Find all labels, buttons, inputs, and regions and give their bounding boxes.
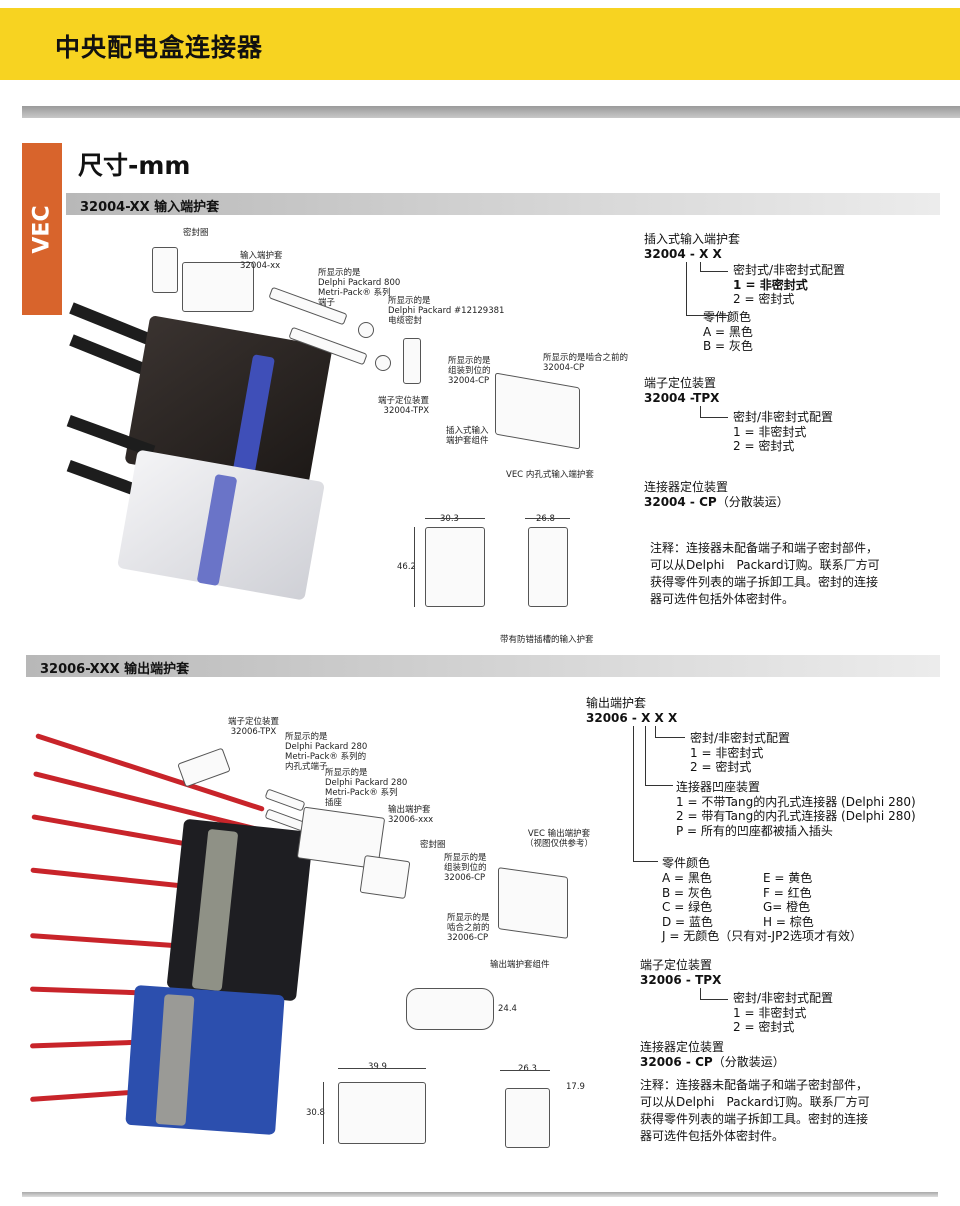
seal-drawing [152, 247, 178, 293]
dim-out-width-2: 26.3 [518, 1064, 537, 1074]
note-input: 注释：连接器未配备端子和端子密封部件，可以从Delphi Packard订购。联… [650, 541, 880, 606]
label-seal: 密封圈 [183, 228, 209, 238]
input-housing-front-drawing [425, 527, 485, 607]
tpx-drawing [403, 338, 421, 384]
out-side-drawing [505, 1088, 550, 1148]
product-photo-input-housings [66, 300, 336, 620]
label-out-seal: 密封圈 [420, 840, 446, 850]
spec-input: 插入式输入端护套 32004 - X X [644, 232, 741, 261]
dim-out-width-3: 17.9 [566, 1082, 585, 1092]
dim-height-1: 46.2 [397, 562, 416, 572]
out-seal-drawing [359, 854, 411, 900]
dim-out-height: 30.8 [306, 1108, 325, 1118]
page-header-title: 中央配电盒连接器 [55, 33, 264, 62]
header-band [0, 8, 960, 80]
dim-face-height: 24.4 [498, 1004, 517, 1014]
note-output: 注释：连接器未配备端子和端子密封部件，可以从Delphi Packard订购。联… [640, 1078, 870, 1143]
footer-line [22, 1192, 938, 1197]
side-tab: VEC [22, 143, 62, 315]
page-title: 尺寸-mm [78, 151, 191, 180]
label-out-assembly: 输出端护套组件 [490, 960, 550, 970]
cable-seal-drawing [358, 322, 374, 338]
vec-input-housing-drawing [495, 372, 580, 450]
spec-output-color-j: J = 无颜色（只有对-JP2选项才有效） [662, 929, 862, 943]
divider-stripe [22, 106, 960, 118]
section-header-output: 32006-XXX 输出端护套 [26, 655, 940, 677]
side-tab-label: VEC [29, 204, 55, 254]
label-out-vec: VEC 输出端护套（视图仅供参考） [525, 829, 594, 849]
dim-out-width-1: 39.9 [368, 1062, 387, 1072]
spec-output-color: 零件颜色 [662, 856, 711, 870]
cable-seal-drawing-2 [375, 355, 391, 371]
section-header-input: 32004-XX 输入端护套 [66, 193, 940, 215]
product-photo-output-housings [29, 733, 320, 1190]
dim-width-2: 26.8 [536, 514, 555, 524]
input-housing-side-drawing [528, 527, 568, 607]
housing-drawing [182, 262, 254, 312]
dim-width-1: 30.3 [440, 514, 459, 524]
out-front-drawing [338, 1082, 426, 1144]
label-vec-housing: VEC 内孔式输入端护套 [506, 470, 594, 480]
out-face-drawing [406, 988, 494, 1030]
out-vec-drawing [498, 867, 568, 939]
drawing-caption: 带有防错插槽的输入护套 [500, 635, 594, 645]
label-assembly: 插入式输入端护套组件 [446, 426, 489, 446]
